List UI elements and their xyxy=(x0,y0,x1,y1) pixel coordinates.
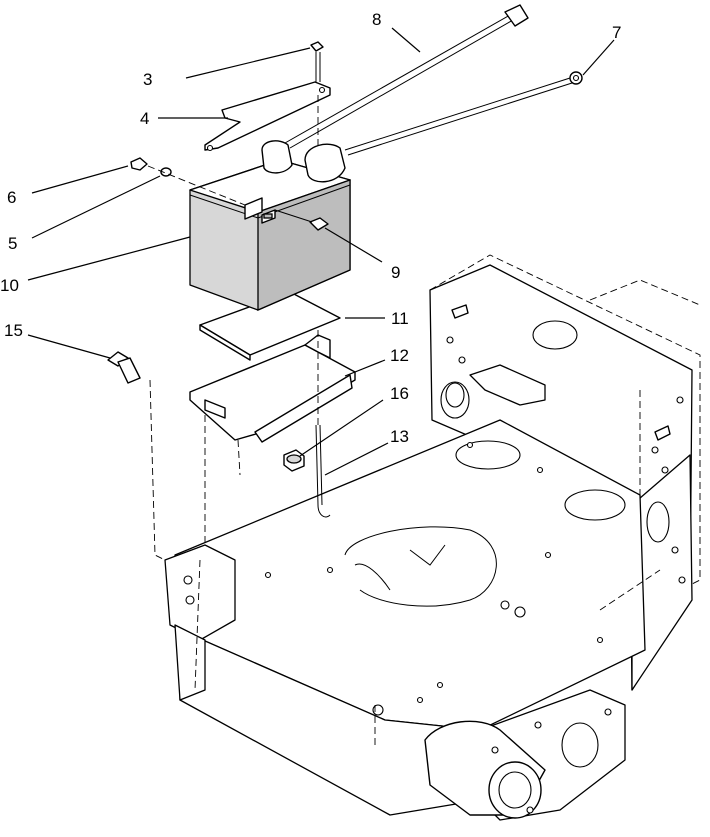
battery-cable-8 xyxy=(261,4,529,174)
terminal-bolt xyxy=(274,209,329,231)
hold-down-rod xyxy=(315,330,331,518)
callout-15: 15 xyxy=(4,321,23,340)
strap-bolt xyxy=(310,41,324,160)
leader-lines xyxy=(27,27,615,476)
nut xyxy=(130,157,148,171)
battery-tray xyxy=(189,334,356,545)
callout-16: 16 xyxy=(390,384,409,403)
screw xyxy=(107,351,166,561)
callout-11: 11 xyxy=(391,309,409,328)
callout-labels: 3 4 6 5 7 8 9 10 11 12 13 15 16 xyxy=(0,10,621,446)
hold-down-strap xyxy=(204,81,331,152)
flange-nut xyxy=(283,449,305,472)
callout-13: 13 xyxy=(390,427,409,446)
battery-cable-7 xyxy=(304,71,583,183)
battery xyxy=(189,159,351,311)
callout-8: 8 xyxy=(372,10,381,29)
callout-7: 7 xyxy=(612,23,621,42)
chassis-frame xyxy=(164,254,701,821)
callout-5: 5 xyxy=(8,234,17,253)
callout-3: 3 xyxy=(143,70,152,89)
callout-9: 9 xyxy=(391,263,400,282)
callout-4: 4 xyxy=(140,109,149,128)
callout-10: 10 xyxy=(0,276,19,295)
callout-6: 6 xyxy=(7,188,16,207)
callout-12: 12 xyxy=(390,346,409,365)
